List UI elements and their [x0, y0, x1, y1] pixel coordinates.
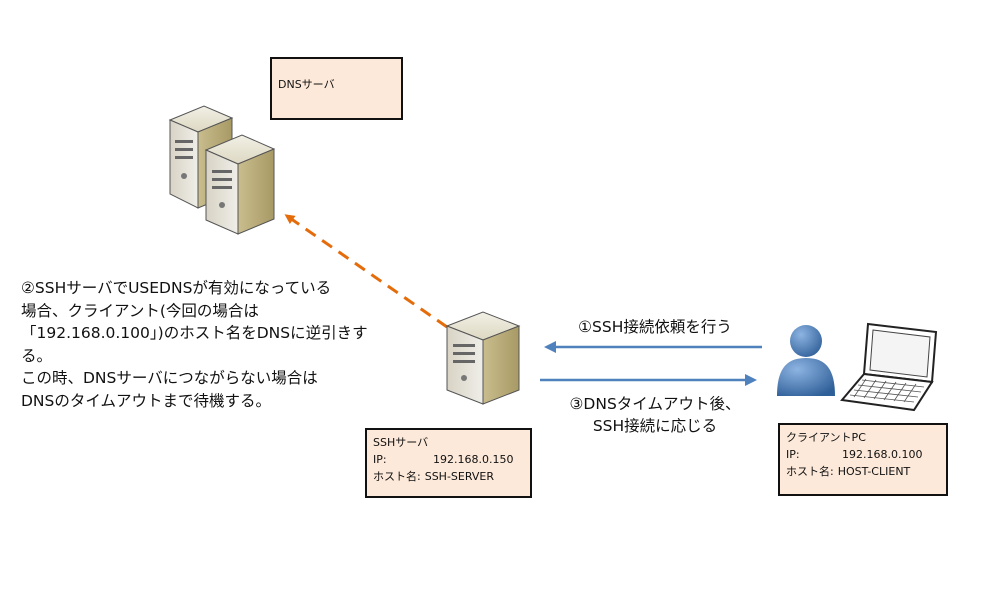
ssh-server-host-row: ホスト名: SSH-SERVER — [373, 468, 524, 485]
client-host-row: ホスト名: HOST-CLIENT — [786, 463, 940, 480]
step3-line1: ③DNSタイムアウト後、 — [569, 395, 741, 413]
reverse-lookup-arrow — [284, 214, 448, 329]
ssh-server-host-value: SSH-SERVER — [424, 470, 495, 483]
step2-note: ②SSHサーバでUSEDNSが有効になっている 場合、クライアント(今回の場合は… — [21, 277, 368, 412]
laptop-icon — [840, 322, 938, 412]
client-title: クライアントPC — [786, 431, 866, 444]
ssh-server-ip-key: IP: — [373, 453, 387, 466]
client-host-value: HOST-CLIENT — [837, 465, 911, 478]
client-ip-value: 192.168.0.100 — [842, 448, 923, 461]
dns-server-front-icon — [204, 134, 276, 235]
step3-label: ③DNSタイムアウト後、 SSH接続に応じる — [555, 393, 755, 437]
ssh-server-title: SSHサーバ — [373, 436, 429, 449]
client-host-key: ホスト名: — [786, 465, 834, 478]
ssh-server-label-box: SSHサーバ IP: 192.168.0.150 ホスト名: SSH-SERVE… — [365, 428, 532, 498]
ssh-server-host-key: ホスト名: — [373, 470, 421, 483]
step2-line: る。 — [21, 346, 53, 365]
step1-text: ①SSH接続依頼を行う — [578, 318, 732, 336]
server-pair-icon — [168, 105, 276, 235]
step2-line: DNSのタイムアウトまで待機する。 — [21, 391, 272, 410]
ssh-server-ip-value: 192.168.0.150 — [433, 453, 514, 466]
step1-label: ①SSH接続依頼を行う — [560, 316, 750, 338]
dns-server-label-box: DNSサーバ — [270, 57, 403, 120]
step3-line2: SSH接続に応じる — [592, 417, 718, 435]
client-ip-row: IP: 192.168.0.100 — [786, 446, 940, 463]
step2-line: ②SSHサーバでUSEDNSが有効になっている — [21, 279, 332, 297]
person-icon — [777, 325, 835, 396]
step2-line: 「192.168.0.100」)のホスト名をDNSに逆引きす — [21, 324, 368, 342]
ssh-server-ip-row: IP: 192.168.0.150 — [373, 451, 524, 468]
client-ip-key: IP: — [786, 448, 800, 461]
dns-server-label: DNSサーバ — [278, 78, 335, 91]
client-label-box: クライアントPC IP: 192.168.0.100 ホスト名: HOST-CL… — [778, 423, 948, 496]
server-tower-icon — [445, 311, 521, 405]
step2-line: 場合、クライアント(今回の場合は — [21, 301, 259, 320]
step2-line: この時、DNSサーバにつながらない場合は — [21, 369, 318, 387]
